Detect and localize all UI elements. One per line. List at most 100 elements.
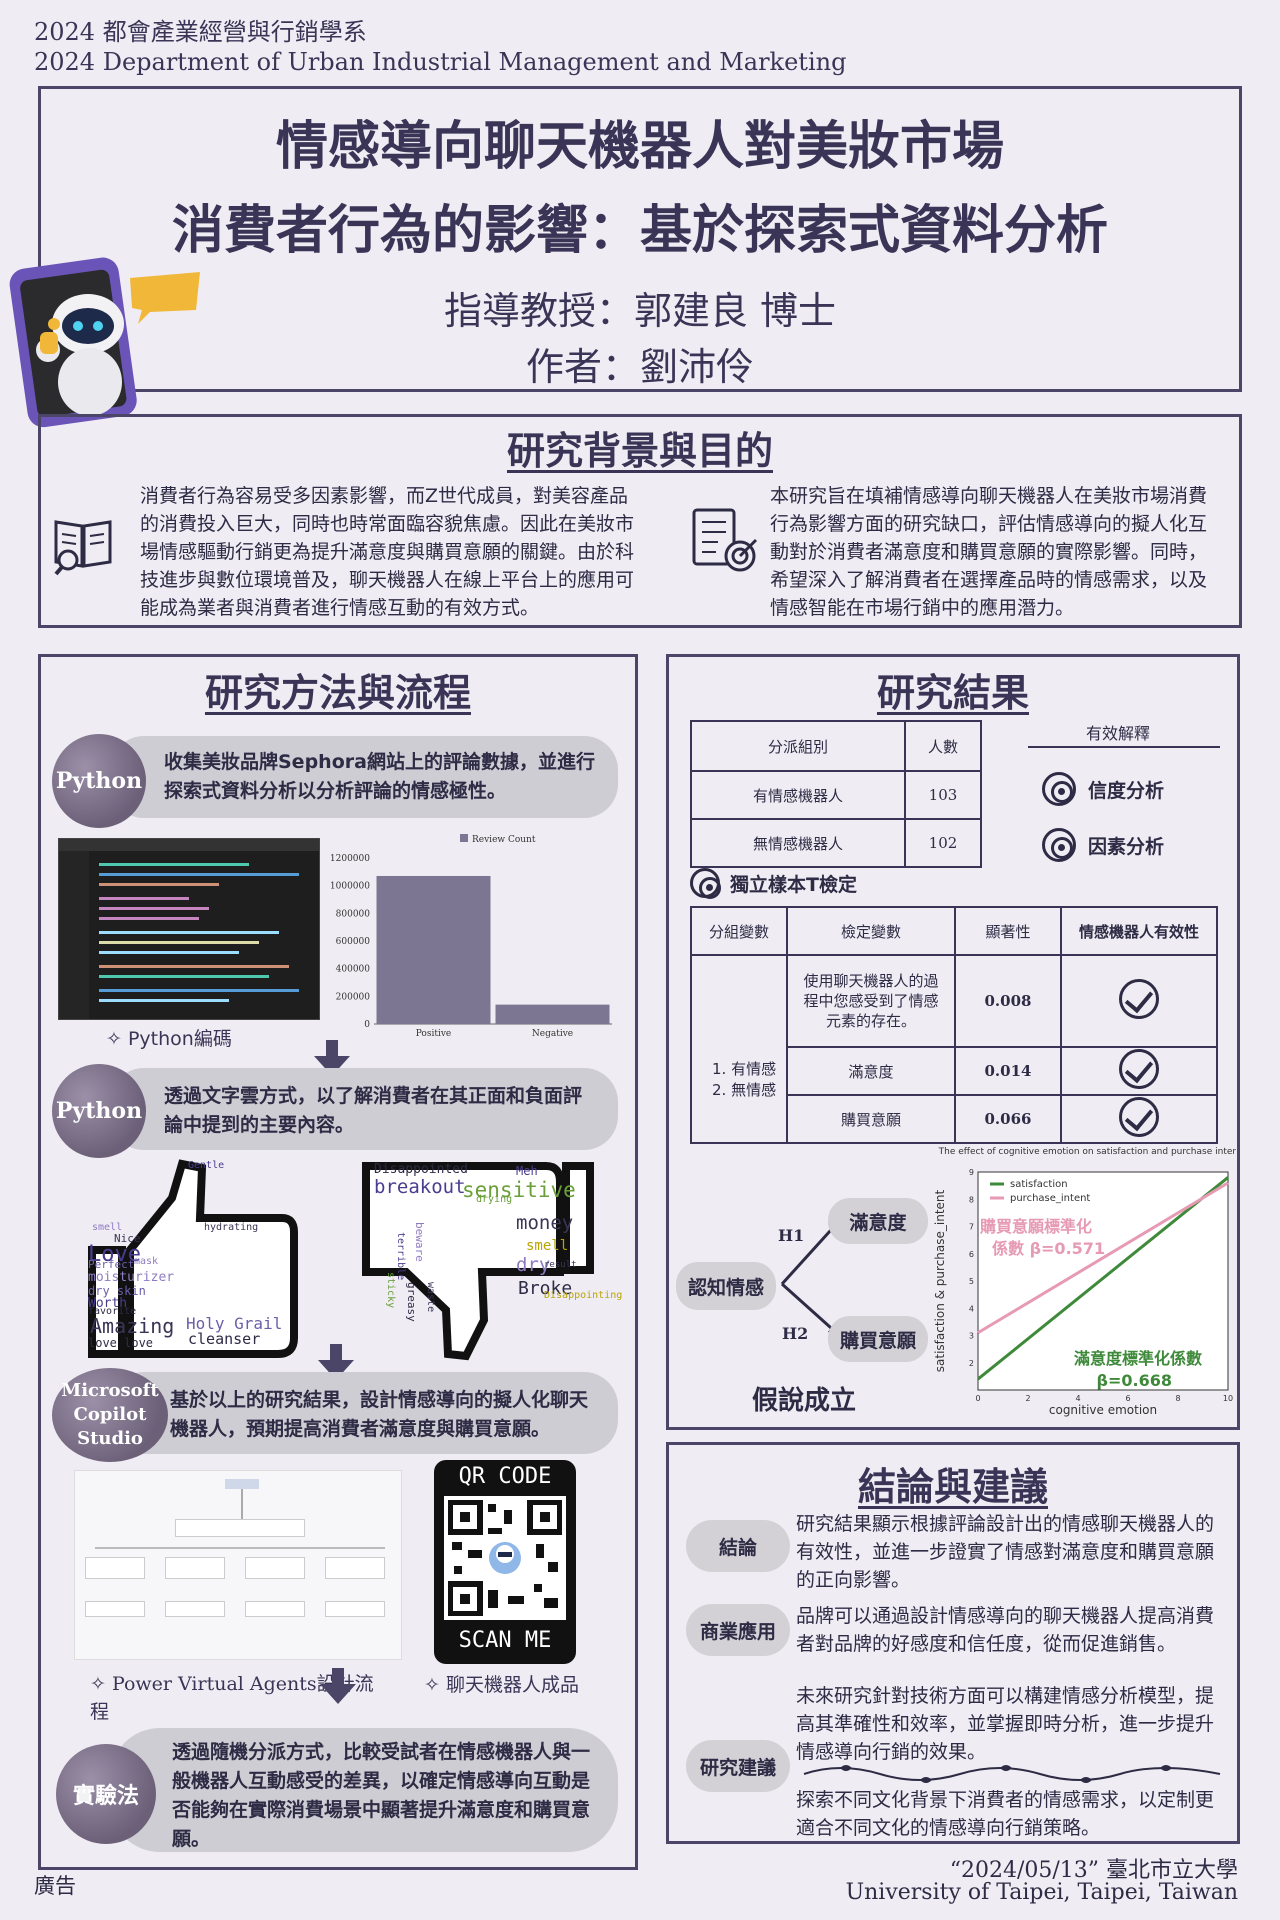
word: beware bbox=[413, 1222, 426, 1262]
ttest-header: 顯著性 bbox=[954, 906, 1062, 956]
background-right-text: 本研究旨在填補情感導向聊天機器人在美妝市場消費行為影響方面的研究缺口，評估情感導… bbox=[770, 485, 1208, 619]
ttest-header: 檢定變數 bbox=[786, 906, 956, 956]
group-table-header: 分派組別 bbox=[690, 720, 906, 772]
suggestion-text: 未來研究針對技術方面可以構建情感分析模型，提高其準確性和效率，並掌握即時分析，進… bbox=[796, 1685, 1215, 1763]
green-annotation: 滿意度標準化係數 bbox=[1074, 1349, 1202, 1368]
arrow-down-icon bbox=[318, 1344, 354, 1380]
x-tick-label: Negative bbox=[532, 1029, 573, 1039]
word: Love bbox=[88, 1242, 141, 1267]
method-section bbox=[38, 654, 638, 1870]
conclusion-heading: 結論與建議 bbox=[857, 1465, 1048, 1509]
page-title-line1: 情感導向聊天機器人對美妝市場 bbox=[275, 117, 1004, 177]
y-tick-label: 400000 bbox=[336, 965, 371, 975]
chart-title: The effect of cognitive emotion on satis… bbox=[938, 1147, 1236, 1157]
vine-divider bbox=[803, 1765, 1221, 1783]
conclusion-text: 研究結果顯示根據評論設計出的情感聊天機器人的有效性，並進一步證實了情感對滿意度和… bbox=[796, 1513, 1215, 1591]
group-table-header: 人數 bbox=[904, 720, 982, 772]
robot-phone-illustration bbox=[9, 257, 200, 428]
series-line bbox=[977, 1176, 1229, 1381]
dept-zh: 2024 都會產業經營與行銷學系 bbox=[34, 18, 367, 46]
review-count-bar-chart: 120000010000008000006000004000002000000R… bbox=[330, 834, 612, 1039]
y-tick-label: 4 bbox=[969, 1304, 974, 1313]
table-cell: 102 bbox=[904, 818, 982, 868]
step1-badge: Python bbox=[52, 734, 146, 828]
target-icon bbox=[690, 868, 721, 899]
word: Broke bbox=[518, 1278, 573, 1299]
table-cell bbox=[1060, 1046, 1218, 1096]
hyp-purchase-node: 購買意願 bbox=[828, 1316, 928, 1362]
python-code-screenshot bbox=[58, 838, 320, 1020]
y-tick-label: 0 bbox=[364, 1020, 370, 1030]
word: money bbox=[516, 1212, 574, 1234]
pva-flow-screenshot bbox=[74, 1470, 402, 1660]
qr-bottom-label: SCAN ME bbox=[458, 1628, 552, 1653]
check-icon bbox=[1119, 1049, 1159, 1089]
x-tick-label: 6 bbox=[1125, 1394, 1130, 1403]
hyp-satisfaction-node: 滿意度 bbox=[828, 1198, 928, 1244]
word: Worth bbox=[88, 1296, 128, 1311]
word: Nice bbox=[114, 1232, 141, 1245]
qr-code[interactable]: QR CODE SCAN ME bbox=[434, 1460, 576, 1664]
table-cell: 0.008 bbox=[954, 954, 1062, 1048]
ttest-header: 情感機器人有效性 bbox=[1060, 906, 1218, 956]
table-cell: 0.014 bbox=[954, 1046, 1062, 1096]
step4-pill bbox=[110, 1728, 618, 1852]
tag-suggestion: 研究建議 bbox=[686, 1740, 790, 1792]
check-icon bbox=[1119, 1097, 1159, 1137]
legend-label: purchase_intent bbox=[1010, 1193, 1090, 1204]
python-code-caption: ✧ Python編碼 bbox=[106, 1028, 232, 1050]
conclusion-section bbox=[666, 1442, 1240, 1844]
ttest-title: 獨立樣本T檢定 bbox=[730, 873, 857, 896]
validity-title: 有效解釋 bbox=[1085, 724, 1150, 743]
title-box bbox=[38, 86, 1242, 392]
x-tick-label: Positive bbox=[416, 1029, 452, 1039]
business-text: 品牌可以通過設計情感導向的聊天機器人提高消費者對品牌的好感度和信任度，從而促進銷… bbox=[796, 1605, 1215, 1655]
word: Gentle bbox=[188, 1160, 225, 1171]
step3-text: 基於以上的研究結果，設計情感導向的擬人化聊天機器人，預期提高消費者滿意度與購買意… bbox=[170, 1389, 589, 1440]
word: breakout bbox=[374, 1176, 466, 1198]
suggestion-text-2: 探索不同文化背景下消費者的情感需求，以定制更適合不同文化的情感導向行銷策略。 bbox=[796, 1789, 1215, 1839]
check-icon bbox=[1119, 979, 1159, 1019]
x-axis-label: cognitive emotion bbox=[1049, 1403, 1157, 1417]
word: smell bbox=[526, 1238, 569, 1254]
reliability-item: 信度分析 bbox=[1042, 772, 1164, 806]
ttest-title-row: 獨立樣本T檢定 bbox=[690, 868, 857, 899]
x-tick-label: 8 bbox=[1175, 1394, 1180, 1403]
word: terrible bbox=[395, 1232, 406, 1281]
dept-en: 2024 Department of Urban Industrial Mana… bbox=[34, 48, 847, 76]
word: Disappointing bbox=[544, 1290, 623, 1301]
bar bbox=[376, 875, 491, 1024]
word: sticky bbox=[385, 1272, 396, 1309]
step1-text: 收集美妝品牌Sephora網站上的評論數據，並進行探索式資料分析以分析評論的情感… bbox=[164, 751, 595, 802]
legend-label: Review Count bbox=[472, 835, 536, 845]
word: moisturizer bbox=[88, 1270, 175, 1285]
results-heading: 研究結果 bbox=[876, 671, 1029, 715]
h2-label: H2 bbox=[782, 1324, 809, 1343]
step2-pill bbox=[110, 1068, 618, 1150]
footer-university: University of Taipei, Taipei, Taiwan bbox=[845, 1880, 1238, 1905]
tag-conclusion: 結論 bbox=[686, 1520, 790, 1572]
background-heading: 研究背景與目的 bbox=[506, 429, 773, 473]
word: result bbox=[544, 1260, 577, 1270]
method-heading: 研究方法與流程 bbox=[204, 671, 471, 715]
word: hydrating bbox=[204, 1222, 259, 1233]
green-annotation: β=0.668 bbox=[1097, 1371, 1172, 1390]
y-tick-label: 3 bbox=[969, 1332, 974, 1341]
word: Holy Grail bbox=[186, 1314, 283, 1333]
legend-label: satisfaction bbox=[1010, 1179, 1068, 1190]
table-cell: 0.066 bbox=[954, 1094, 1062, 1144]
word: sensitive bbox=[462, 1178, 576, 1202]
bar bbox=[495, 1004, 610, 1024]
y-tick-label: 800000 bbox=[336, 909, 371, 919]
word: mask bbox=[134, 1256, 159, 1267]
word: Disappointed bbox=[374, 1162, 468, 1177]
word: drying bbox=[476, 1194, 513, 1205]
table-cell: 滿意度 bbox=[786, 1046, 956, 1096]
table-cell: 有情感機器人 bbox=[690, 770, 906, 820]
word: dry skin bbox=[88, 1284, 146, 1298]
table-cell: 無情感機器人 bbox=[690, 818, 906, 868]
background-left-text: 消費者行為容易受多因素影響，而Z世代成員，對美容產品的消費投入巨大，同時也時常面… bbox=[140, 485, 635, 619]
step3-pill bbox=[110, 1372, 618, 1454]
